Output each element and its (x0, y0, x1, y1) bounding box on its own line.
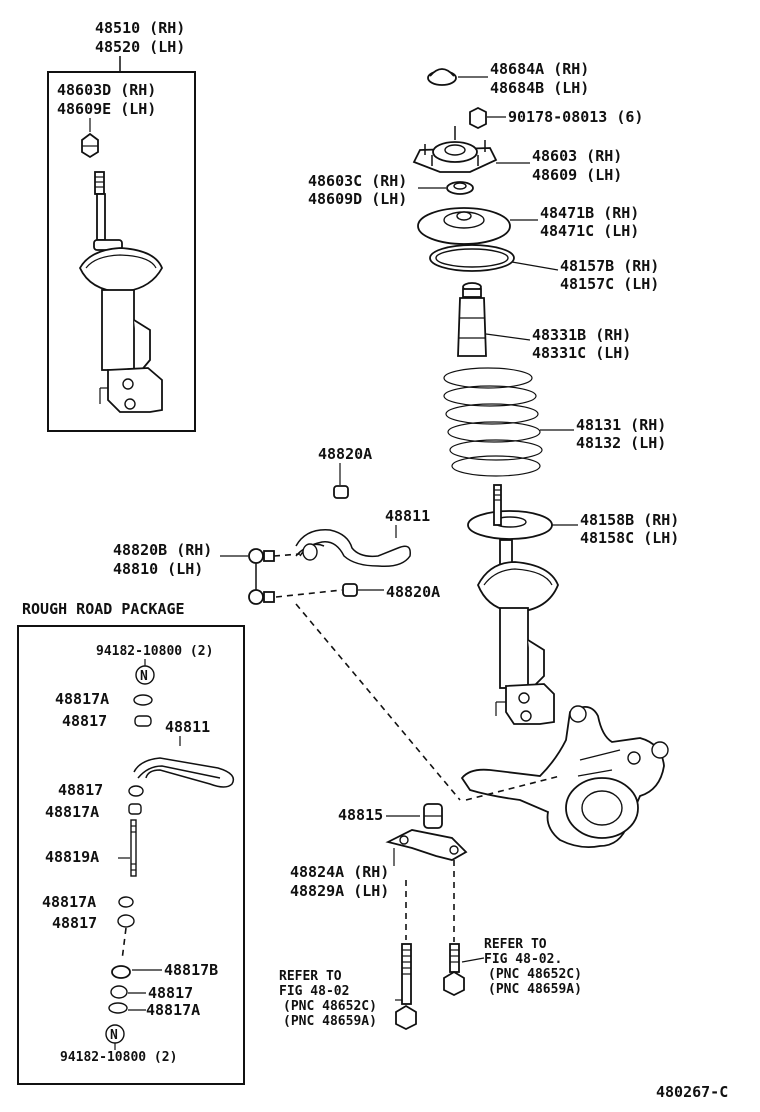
label-bracket-rh[interactable]: 48824A (RH) (290, 863, 389, 881)
mount-bolt-part[interactable] (469, 106, 487, 130)
lower-insulator-part[interactable] (467, 510, 553, 540)
label-rr-nut-bottom[interactable]: 94182-10800 (2) (60, 1050, 177, 1065)
label-rr-48811[interactable]: 48811 (165, 718, 210, 736)
label-strut-lh[interactable]: 48520 (LH) (95, 38, 185, 56)
label-mount-rh[interactable]: 48603 (RH) (532, 147, 622, 165)
label-link-bushing-rh[interactable]: 48820B (RH) (113, 541, 212, 559)
coil-spring-part[interactable] (443, 367, 543, 477)
rr-48817b-part[interactable] (111, 965, 131, 979)
label-strut-rh[interactable]: 48510 (RH) (95, 19, 185, 37)
label-rr-48817-4[interactable]: 48817 (148, 984, 193, 1002)
stabilizer-link-part[interactable] (248, 548, 275, 605)
diagram-code: 480267-C (656, 1083, 728, 1101)
n-symbol-bottom: N (105, 1024, 125, 1044)
label-rr-nut-top[interactable]: 94182-10800 (2) (96, 644, 213, 659)
label-bushing-bottom[interactable]: 48820A (386, 583, 440, 601)
cap-part[interactable] (427, 68, 457, 86)
rr-48817-1-part[interactable] (134, 715, 152, 727)
label-rr-48817a-3[interactable]: 48817A (42, 893, 96, 911)
ref-left-line4[interactable]: (PNC 48659A) (283, 1014, 377, 1029)
label-rr-48817-3[interactable]: 48817 (52, 914, 97, 932)
n-symbol-top: N (135, 665, 155, 685)
strut-assembly-group: 48510 (RH) 48520 (LH) 48603D (RH) 48609E… (47, 19, 196, 432)
label-bushing-top[interactable]: 48820A (318, 445, 372, 463)
label-upper-seat-lh[interactable]: 48471C (LH) (540, 222, 639, 240)
ref-right-line2[interactable]: FIG 48-02. (484, 952, 562, 967)
label-mount-nut-lh[interactable]: 48609D (LH) (308, 190, 407, 208)
label-cap-lh[interactable]: 48684B (LH) (490, 79, 589, 97)
label-spring-rh[interactable]: 48131 (RH) (576, 416, 666, 434)
label-link-lh[interactable]: 48810 (LH) (113, 560, 203, 578)
label-strut-nut-lh[interactable]: 48609E (LH) (57, 100, 156, 118)
label-rr-48819a[interactable]: 48819A (45, 848, 99, 866)
label-rr-48817a-4[interactable]: 48817A (146, 1001, 200, 1019)
rr-48817-3-part[interactable] (117, 914, 135, 928)
label-cap-rh[interactable]: 48684A (RH) (490, 60, 589, 78)
label-insulator-lh[interactable]: 48157C (LH) (560, 275, 659, 293)
upper-insulator-part[interactable] (429, 244, 515, 272)
label-bumper-lh[interactable]: 48331C (LH) (532, 344, 631, 362)
label-rr-48817a-1[interactable]: 48817A (55, 690, 109, 708)
label-stabilizer[interactable]: 48811 (385, 507, 430, 525)
axle-carrier-part[interactable] (460, 705, 669, 849)
mount-nut-part[interactable] (446, 181, 474, 195)
rr-48817a-3-part[interactable] (118, 896, 134, 908)
label-upper-seat-rh[interactable]: 48471B (RH) (540, 204, 639, 222)
bump-stopper-part[interactable] (457, 282, 487, 357)
label-rr-48817-2[interactable]: 48817 (58, 781, 103, 799)
ref-right-line3[interactable]: (PNC 48652C) (488, 967, 582, 982)
strut-right-part[interactable] (477, 484, 559, 725)
label-mount-bolt[interactable]: 90178-08013 (6) (508, 108, 643, 126)
strut-assembly-box (47, 71, 196, 432)
short-bolt-part[interactable] (443, 943, 465, 997)
rough-road-box (17, 625, 245, 1085)
rr-48817-4-part[interactable] (110, 985, 128, 999)
label-mount-lh[interactable]: 48609 (LH) (532, 166, 622, 184)
svg-text:N: N (140, 669, 148, 684)
rr-stabilizer-part[interactable] (133, 757, 235, 788)
ref-left-line1[interactable]: REFER TO (279, 969, 342, 984)
label-bracket-lh[interactable]: 48829A (LH) (290, 882, 389, 900)
ref-left-line2[interactable]: FIG 48-02 (279, 984, 349, 999)
ref-left-line3[interactable]: (PNC 48652C) (283, 999, 377, 1014)
label-bumper-rh[interactable]: 48331B (RH) (532, 326, 631, 344)
rr-48817-2-part[interactable] (128, 785, 144, 797)
ref-right-line1[interactable]: REFER TO (484, 937, 547, 952)
bracket-part[interactable] (385, 829, 468, 861)
label-spring-lh[interactable]: 48132 (LH) (576, 434, 666, 452)
label-lower-ins-rh[interactable]: 48158B (RH) (580, 511, 679, 529)
label-lower-ins-lh[interactable]: 48158C (LH) (580, 529, 679, 547)
bushing-48815-part[interactable] (423, 803, 443, 829)
upper-mount-part[interactable] (412, 126, 498, 173)
strut-assembly-part[interactable] (78, 171, 163, 413)
label-rr-48817b[interactable]: 48817B (164, 961, 218, 979)
bushing-top-part[interactable] (333, 485, 349, 499)
label-rr-48817a-2[interactable]: 48817A (45, 803, 99, 821)
rr-48817a-1-part[interactable] (133, 694, 153, 706)
stabilizer-bar-part[interactable] (295, 529, 411, 568)
label-bushing-48815[interactable]: 48815 (338, 806, 383, 824)
svg-text:N: N (110, 1028, 118, 1043)
label-strut-nut-rh[interactable]: 48603D (RH) (57, 81, 156, 99)
rr-link-rod-part[interactable] (130, 819, 137, 877)
label-rr-48817-1[interactable]: 48817 (62, 712, 107, 730)
label-insulator-rh[interactable]: 48157B (RH) (560, 257, 659, 275)
bushing-bottom-part[interactable] (342, 583, 358, 597)
ref-right-line4[interactable]: (PNC 48659A) (488, 982, 582, 997)
rough-road-title: ROUGH ROAD PACKAGE (22, 600, 185, 618)
long-bolt-part[interactable] (395, 943, 417, 1031)
rr-48817a-2-part[interactable] (128, 803, 142, 815)
label-mount-nut-rh[interactable]: 48603C (RH) (308, 172, 407, 190)
strut-nut-part[interactable] (81, 132, 99, 159)
rr-48817a-4-part[interactable] (108, 1002, 128, 1014)
upper-seat-part[interactable] (417, 207, 511, 245)
